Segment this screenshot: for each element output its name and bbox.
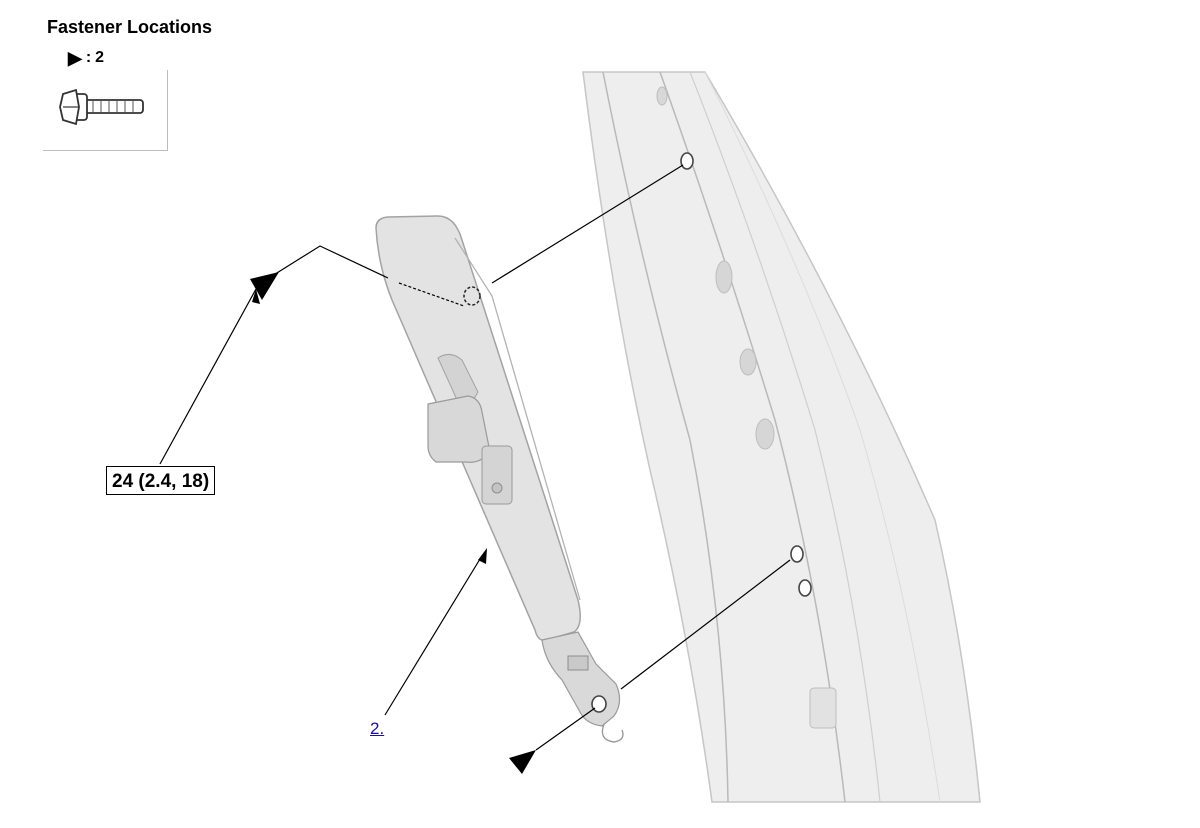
arrowhead-part — [478, 548, 487, 564]
legend-fastener-count: ▶ : 2 — [68, 49, 104, 67]
legend-separator: : — [85, 49, 92, 66]
legend-title: Fastener Locations — [47, 17, 213, 37]
component-part — [375, 215, 624, 743]
leader-lines — [159, 164, 791, 751]
fastener-marker-upper — [250, 272, 279, 300]
arrowhead-torque — [252, 289, 260, 304]
fastener-marker-lower — [509, 750, 536, 774]
fastener-illustration — [43, 70, 168, 151]
fastener-marker-icon: ▶ — [68, 48, 82, 68]
body-pillar — [582, 71, 981, 803]
legend-count: 2 — [95, 49, 105, 66]
torque-spec: 24 (2.4, 18) — [106, 466, 216, 495]
flange-bolt-icon — [59, 88, 144, 126]
part-callout-link[interactable]: 2. — [370, 719, 385, 738]
